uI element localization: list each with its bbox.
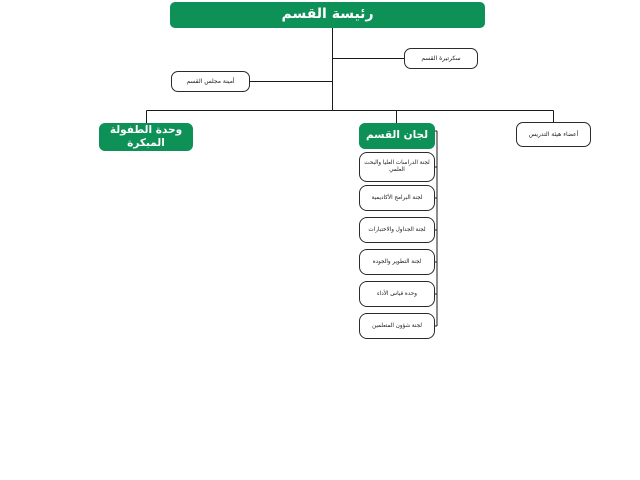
node-committee-development-quality[interactable]: لجنة التطوير والجودة (359, 249, 435, 275)
node-performance-measurement-unit[interactable]: وحدة قياس الأداء (359, 281, 435, 307)
node-department-head[interactable]: رئيسة القسم (170, 2, 485, 28)
node-committee-learners-affairs[interactable]: لجنة شؤون المتعلمين (359, 313, 435, 339)
node-department-committees[interactable]: لجان القسم (359, 123, 435, 149)
node-council-secretary[interactable]: أمينة مجلس القسم (171, 71, 250, 92)
node-committee-graduate-studies[interactable]: لجنة الدراسات العليا والبحث العلمي (359, 152, 435, 182)
node-department-secretary[interactable]: سكرتيرة القسم (404, 48, 478, 69)
node-committee-schedules-exams[interactable]: لجنة الجداول والاختبارات (359, 217, 435, 243)
node-faculty-members[interactable]: أعضاء هيئة التدريس (516, 122, 591, 147)
node-committee-academic-programs[interactable]: لجنة البرامج الأكاديمية (359, 185, 435, 211)
node-early-childhood-unit[interactable]: وحدة الطفولة المبكرة (99, 123, 193, 151)
